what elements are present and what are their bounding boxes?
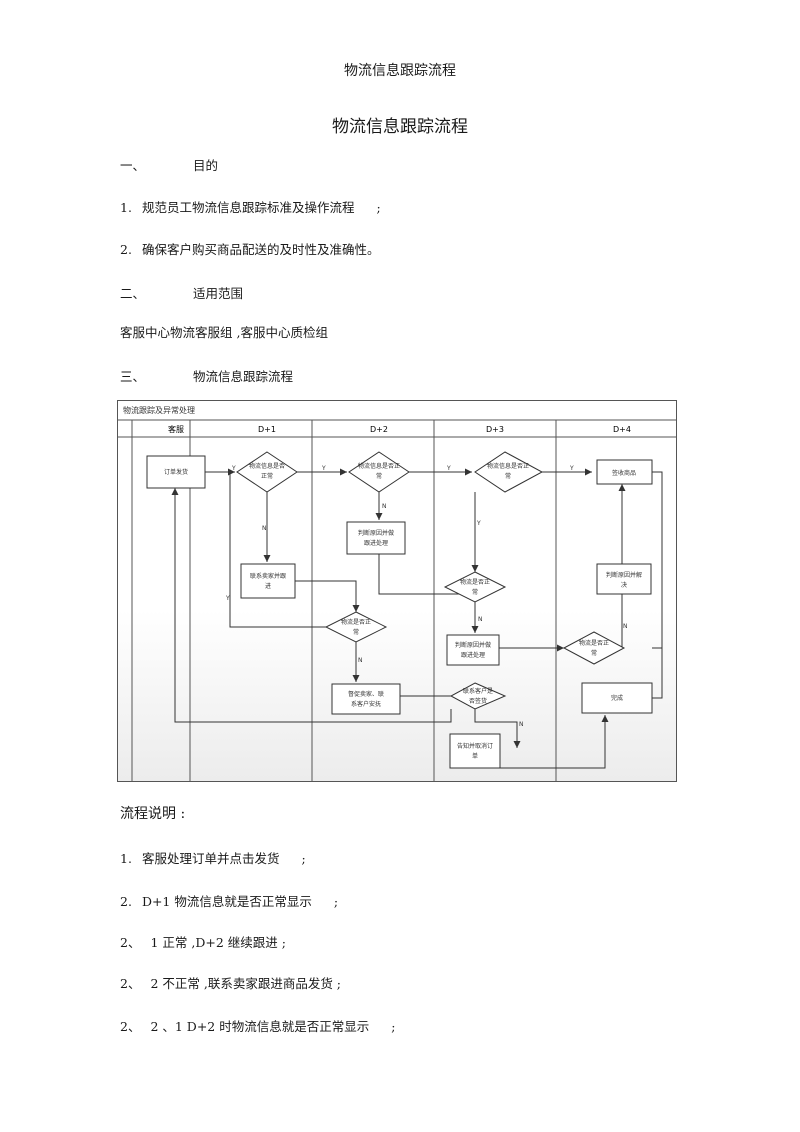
label-no: N: [519, 721, 524, 728]
node-d3-check: 物流信息是否正: [487, 462, 529, 470]
section-number: 三、: [120, 369, 146, 384]
section-number: 一、: [120, 158, 146, 173]
section-number: 二、: [120, 286, 146, 301]
svg-text:常: 常: [591, 649, 597, 657]
svg-text:常: 常: [376, 472, 382, 480]
label-no: N: [623, 623, 628, 630]
label-yes: Y: [231, 465, 236, 472]
svg-text:系客户安抚: 系客户安抚: [351, 700, 381, 708]
label-yes: Y: [569, 465, 574, 472]
svg-text:正常: 正常: [261, 472, 273, 480]
node-d3-check-b: 物流是否正: [460, 578, 490, 586]
svg-text:常: 常: [353, 628, 359, 636]
node-judge-d2: 判断原因并做: [358, 529, 394, 537]
section-heading-flow: 三、 物流信息跟踪流程: [120, 366, 293, 385]
node-cancel-order: 告知并取消订: [457, 742, 493, 750]
label-yes: Y: [446, 465, 451, 472]
node-judge-d3: 判断原因并做: [455, 641, 491, 649]
label-yes: Y: [225, 595, 230, 602]
lane-header-customer-service: 客服: [168, 424, 184, 434]
svg-text:单: 单: [472, 752, 478, 760]
purpose-item-1: 1.规范员工物流信息跟踪标准及操作流程;: [120, 200, 381, 215]
section-title: 目的: [193, 158, 219, 173]
running-title: 物流信息跟踪流程: [344, 63, 456, 79]
node-d2-check: 物流信息是否正: [358, 462, 400, 470]
svg-text:常: 常: [505, 472, 511, 480]
node-d1-check: 物流信息是否: [249, 462, 285, 470]
svg-text:进: 进: [265, 582, 271, 590]
purpose-item-2: 2.确保客户购买商品配送的及时性及准确性。: [120, 242, 380, 257]
svg-text:跟进处理: 跟进处理: [364, 539, 388, 547]
svg-text:否签货: 否签货: [469, 697, 487, 705]
section-heading-purpose: 一、 目的: [120, 155, 218, 174]
lane-header-d1: D+1: [258, 425, 276, 434]
process-notes-heading: 流程说明 :: [120, 806, 186, 822]
svg-text:常: 常: [472, 588, 478, 596]
document-title: 物流信息跟踪流程: [332, 117, 468, 137]
scope-text: 客服中心物流客服组 ,客服中心质检组: [120, 325, 328, 340]
section-title: 适用范围: [193, 286, 244, 301]
label-no: N: [262, 525, 267, 532]
note-item-3: 2、1 正常 ,D+2 继续跟进 ;: [120, 935, 286, 950]
note-item-1: 1.客服处理订单并点击发货;: [120, 851, 306, 866]
node-urge-seller: 督促卖家、联: [348, 690, 384, 698]
flowchart-title: 物流跟踪及异常处理: [123, 405, 195, 415]
label-no: N: [382, 503, 387, 510]
note-item-4: 2、2 不正常 ,联系卖家跟进商品发货 ;: [120, 976, 342, 991]
svg-text:决: 决: [621, 581, 627, 589]
node-complete: 完成: [611, 694, 623, 702]
note-item-5: 2、2 、1 D+2 时物流信息就是否正常显示;: [120, 1019, 396, 1034]
note-item-2: 2.D+1 物流信息就是否正常显示;: [120, 894, 339, 909]
label-yes: Y: [476, 520, 481, 527]
section-heading-scope: 二、 适用范围: [120, 283, 243, 302]
label-no: N: [358, 657, 363, 664]
node-contact-seller: 联系卖家并跟: [250, 572, 286, 580]
lane-header-d2: D+2: [370, 425, 388, 434]
node-d4-check: 物流是否正: [579, 639, 609, 647]
node-judge-d4: 判断原因并解: [606, 571, 642, 579]
node-sign-goods: 签收商品: [612, 469, 636, 477]
lane-header-d3: D+3: [486, 425, 504, 434]
flowchart: 物流跟踪及异常处理 客服 D+1 D+2 D+3 D+4: [117, 400, 677, 782]
svg-text:跟进处理: 跟进处理: [461, 651, 485, 659]
node-contact-customer: 联系客户是: [463, 687, 493, 695]
node-order-ship: 订单发货: [164, 468, 188, 476]
lane-header-d4: D+4: [613, 425, 631, 434]
node-d2-check-b: 物流是否正: [341, 618, 371, 626]
label-no: N: [478, 616, 483, 623]
label-yes: Y: [321, 465, 326, 472]
section-title: 物流信息跟踪流程: [193, 369, 294, 384]
